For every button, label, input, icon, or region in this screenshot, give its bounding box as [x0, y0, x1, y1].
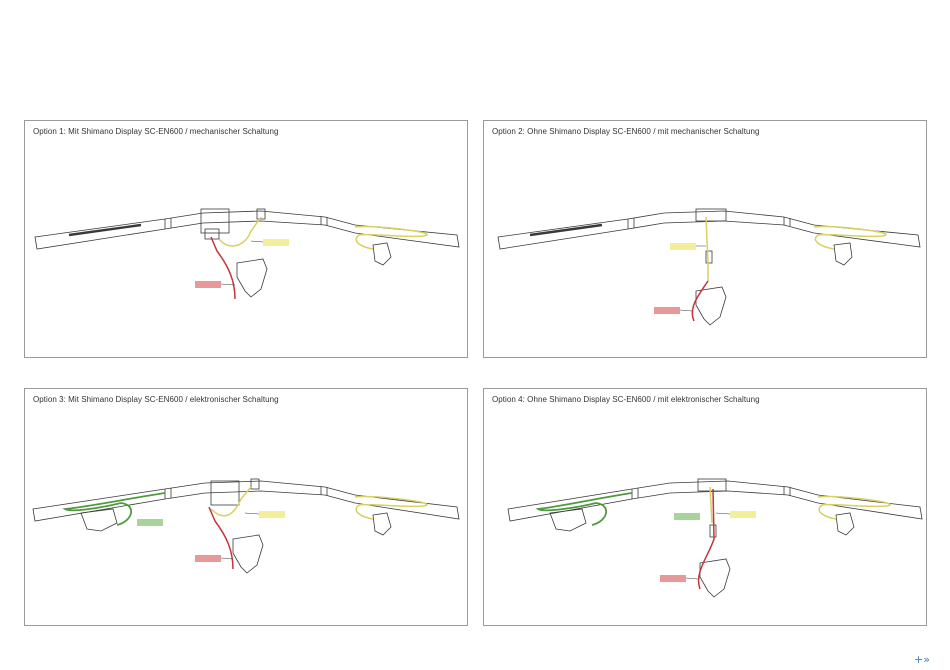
left-shifter-lever [550, 509, 586, 531]
option-1-diagram [25, 121, 469, 359]
yellow-cable-center [706, 217, 708, 281]
yellow-label [259, 511, 285, 518]
yellow-label [670, 243, 696, 250]
option-4-panel: Option 4: Ohne Shimano Display SC-EN600 … [483, 388, 927, 626]
handlebar [508, 481, 922, 521]
option-2-panel: Option 2: Ohne Shimano Display SC-EN600 … [483, 120, 927, 358]
red-label [654, 307, 680, 314]
remote-unit [700, 559, 730, 597]
option-4-diagram [484, 389, 928, 627]
red-label [195, 555, 221, 562]
yellow-cable-center [710, 487, 712, 523]
stem-clamp [698, 479, 726, 491]
right-shifter-lever [373, 243, 391, 265]
red-label [660, 575, 686, 582]
option-3-diagram [25, 389, 469, 627]
yellow-label [730, 511, 756, 518]
next-page-icon[interactable]: +» [912, 652, 932, 666]
yellow-cable-right [355, 497, 427, 519]
green-label [674, 513, 700, 520]
right-shifter-lever [373, 513, 391, 535]
left-shifter-lever [81, 509, 117, 531]
yellow-label [263, 239, 289, 246]
green-label [137, 519, 163, 526]
remote-unit [237, 259, 267, 297]
right-shifter-lever [834, 243, 852, 265]
option-1-panel: Option 1: Mit Shimano Display SC-EN600 /… [24, 120, 468, 358]
junction [710, 525, 716, 537]
remote-unit [233, 535, 263, 573]
red-label [195, 281, 221, 288]
option-2-diagram [484, 121, 928, 359]
right-shifter-lever [836, 513, 854, 535]
handlebar [33, 481, 459, 521]
option-3-panel: Option 3: Mit Shimano Display SC-EN600 /… [24, 388, 468, 626]
red-cable [692, 281, 708, 321]
yellow-cable-right [818, 497, 890, 519]
